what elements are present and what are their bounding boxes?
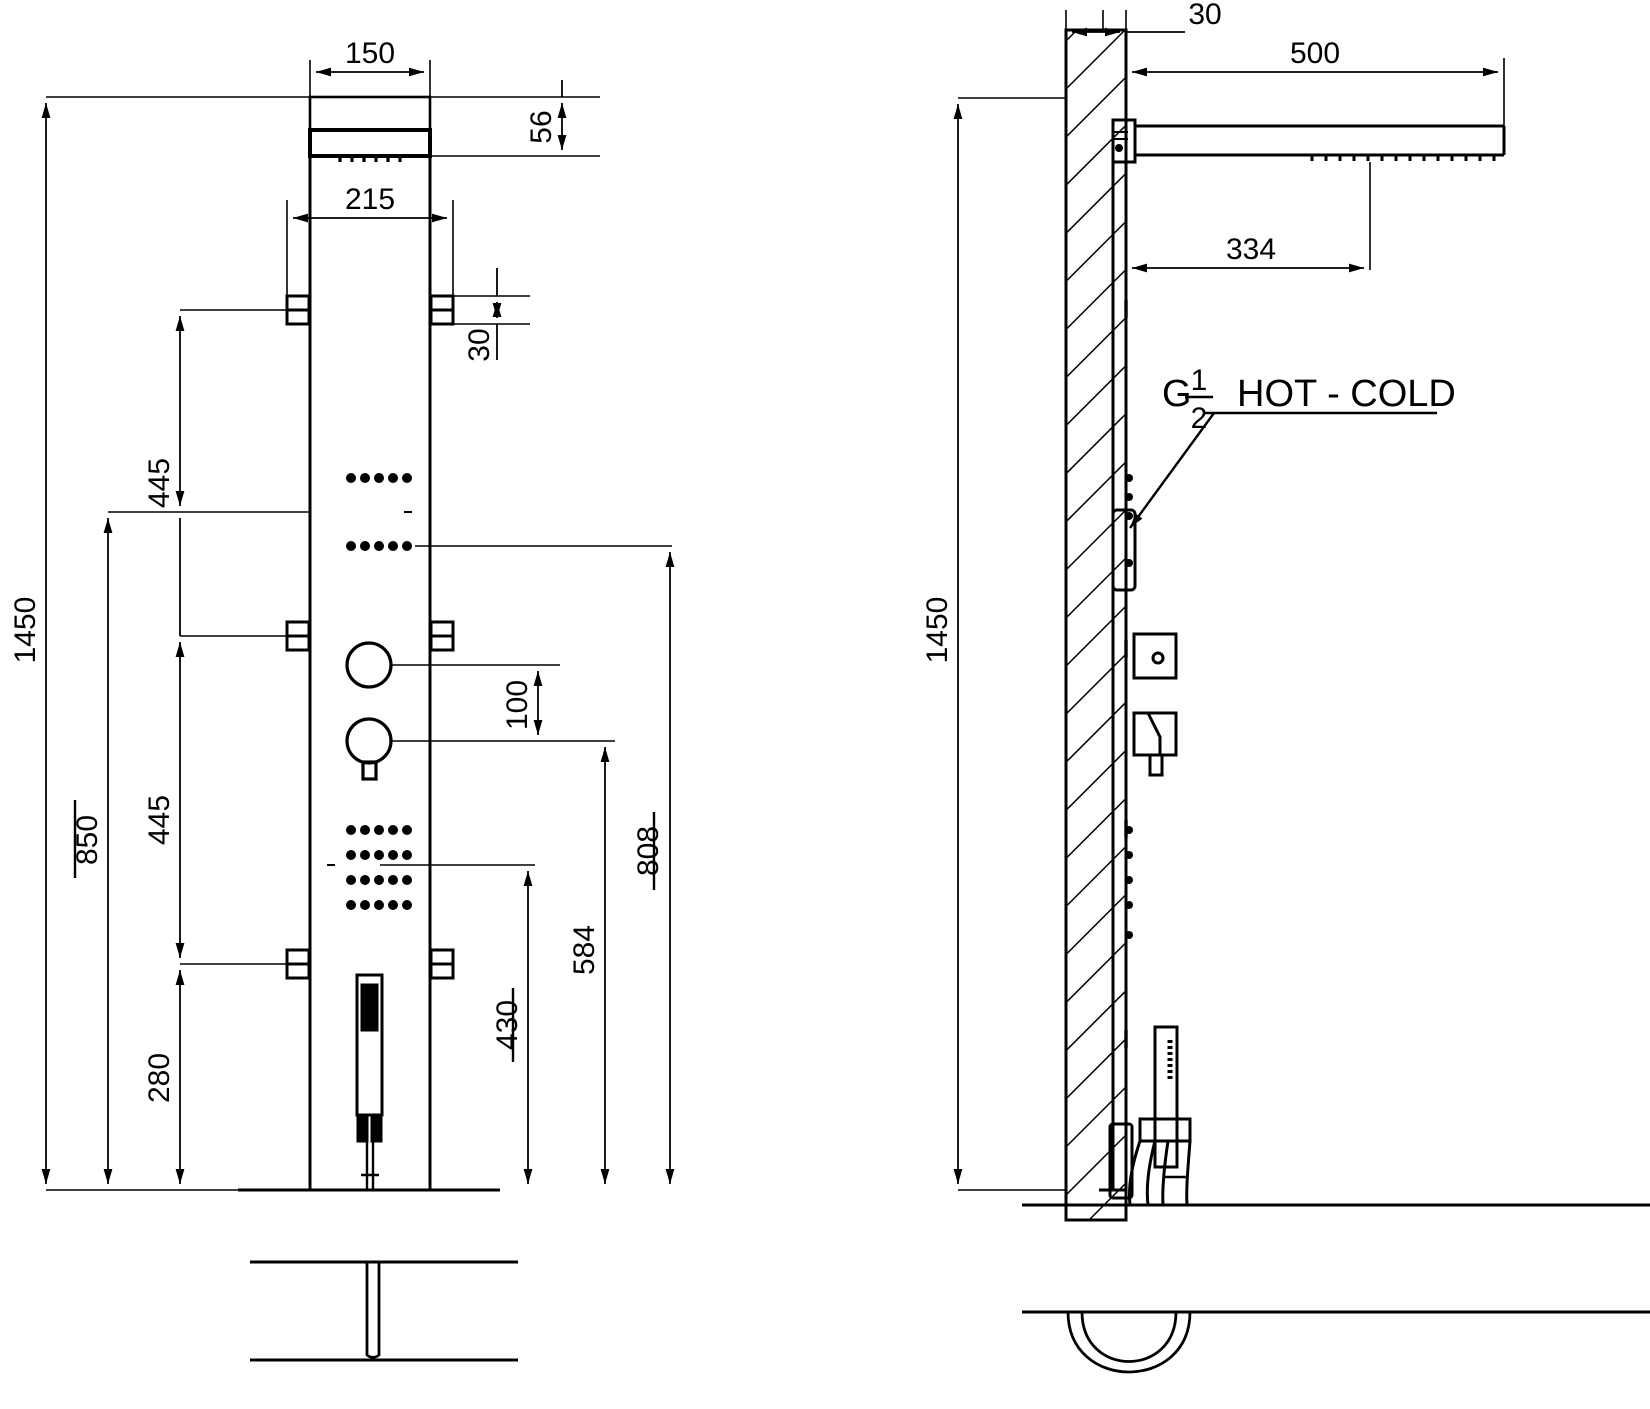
overhead-shower-head: [308, 95, 432, 162]
connection-fraction-numerator: 1: [1191, 364, 1208, 397]
mixer-knob: [345, 717, 393, 781]
dim-upper-jets-height: 808: [632, 826, 665, 876]
side-dimension-lines: [953, 27, 1498, 1184]
connection-label-suffix: HOT - COLD: [1237, 373, 1456, 415]
mixer-body-side: [1132, 711, 1178, 777]
dim-head-center: 334: [1226, 233, 1276, 266]
connection-label: G 1 2 HOT - COLD: [1162, 364, 1456, 435]
dim-overall-height-side: 1450: [921, 597, 954, 664]
front-dimension-lines: [41, 67, 675, 1184]
dim-mixer-height: 850: [71, 815, 104, 865]
connection-leader: [1129, 411, 1437, 529]
dim-underlines: [73, 800, 656, 1062]
water-inlet-block: [1111, 508, 1137, 592]
side-brackets: [285, 294, 455, 980]
lower-body-jets: [346, 825, 412, 910]
wall-base-detail: [1099, 1160, 1128, 1192]
diverter-body-side: [1132, 632, 1178, 680]
overhead-arm-and-head: [1111, 118, 1506, 164]
wall-section: [1064, 28, 1128, 1222]
side-extension-lines: [958, 10, 1505, 1191]
dim-overall-height-front: 1450: [9, 597, 42, 664]
dim-body-jets-height: 584: [568, 925, 601, 975]
floor-lines: [238, 1188, 518, 1362]
panel-body-outline: [308, 156, 432, 1190]
upper-body-jets: [346, 473, 412, 551]
dim-lower-445: 445: [143, 795, 176, 845]
dim-head-projection: 500: [1290, 37, 1340, 70]
handshower-side: [1138, 1025, 1192, 1169]
dim-head-width: 150: [345, 37, 395, 70]
side-floor-lines: [1022, 1203, 1650, 1374]
dim-upper-445: 445: [143, 458, 176, 508]
dim-wall-thickness: 30: [1188, 0, 1221, 31]
lower-outlet-block: [1108, 1122, 1134, 1200]
dim-bracket-bottom: 280: [143, 1053, 176, 1103]
dim-handshower-height: 430: [491, 1000, 524, 1050]
connection-fraction-denominator: 2: [1191, 402, 1208, 435]
handshower: [355, 973, 384, 1190]
dim-head-height: 56: [525, 110, 558, 143]
dim-bracket-offset: 30: [463, 328, 496, 361]
side-section-view: [953, 10, 1650, 1374]
front-extension-lines: [46, 60, 672, 1191]
flexible-hose: [1128, 1140, 1192, 1206]
connection-label-prefix: G: [1162, 373, 1192, 415]
front-centerline-stubs: [327, 511, 412, 866]
diverter-knob: [345, 641, 393, 689]
overhead-head-nozzles: [1310, 155, 1496, 161]
dim-panel-width: 215: [345, 183, 395, 216]
front-elevation-view: [41, 60, 675, 1362]
dim-jet-spacing: 100: [501, 680, 534, 730]
